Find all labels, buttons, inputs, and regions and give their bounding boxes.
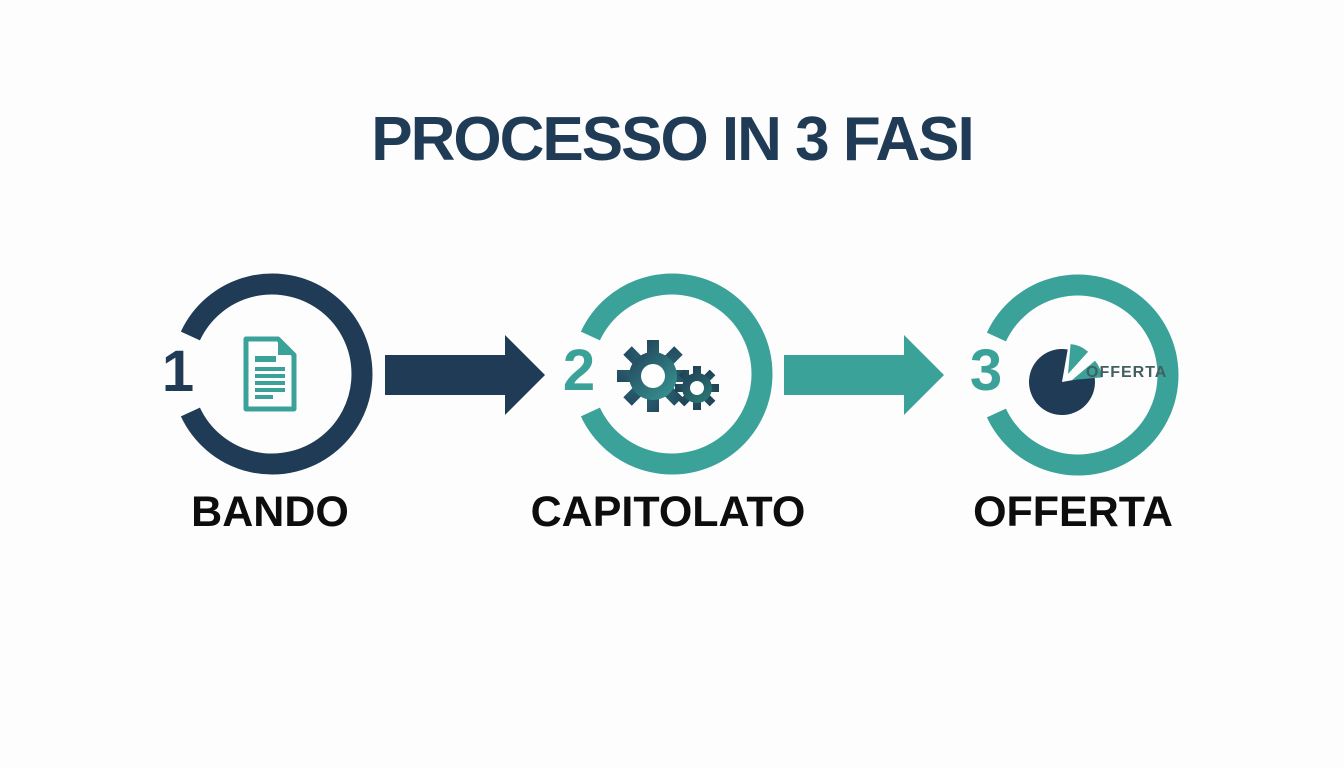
phase-3-ring: [986, 274, 1179, 476]
phase-2-number: 2: [562, 338, 596, 403]
phase-1-ring: [180, 273, 373, 475]
phase-2-ring: [580, 273, 773, 475]
page-title: PROCESSO IN 3 FASI: [371, 105, 974, 174]
phase-3-label: OFFERTA: [973, 488, 1173, 536]
pie-chart-icon: [1028, 344, 1102, 416]
document-icon: [243, 336, 297, 412]
phase-1-number: 1: [161, 339, 195, 404]
arrow-right-icon: [784, 335, 944, 415]
pie-chart-caption: OFFERTA: [1086, 364, 1168, 381]
arrow-right-icon: [385, 335, 545, 415]
phase-2-label: CAPITOLATO: [530, 488, 806, 536]
phase-1-label: BANDO: [191, 488, 349, 536]
phase-3-number: 3: [969, 338, 1003, 403]
gears-icon: [617, 340, 719, 412]
